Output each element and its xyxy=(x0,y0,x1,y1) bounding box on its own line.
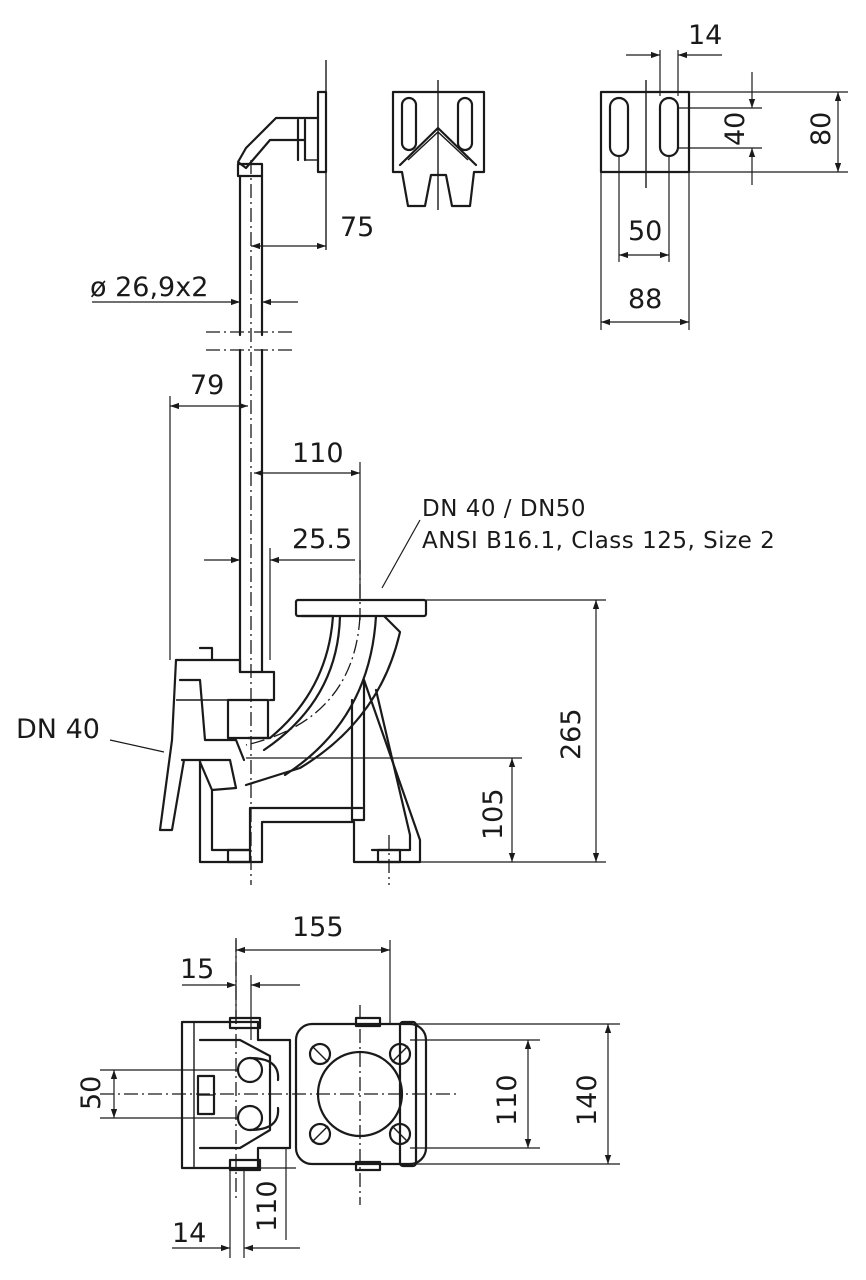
duckfoot-bend-side-view xyxy=(92,242,606,885)
mounting-plate-view xyxy=(599,50,848,330)
dim-40: 40 xyxy=(720,112,751,146)
dim-80: 80 xyxy=(806,112,837,146)
dim-88: 88 xyxy=(628,284,662,315)
dim-14-top: 14 xyxy=(688,20,722,51)
flange-label-line2: ANSI B16.1, Class 125, Size 2 xyxy=(422,528,775,554)
upper-bracket-front-view xyxy=(391,80,486,210)
dim-15: 15 xyxy=(180,954,214,985)
dim-14-bottom: 14 xyxy=(172,1218,206,1249)
dim-79: 79 xyxy=(190,370,224,401)
dim-25-5: 25.5 xyxy=(292,524,352,555)
flange-label-line1: DN 40 / DN50 xyxy=(422,496,586,522)
dim-50-left: 50 xyxy=(76,1076,107,1110)
dim-75: 75 xyxy=(340,212,374,243)
inlet-label: DN 40 xyxy=(16,714,100,745)
dim-110-horizontal: 110 xyxy=(292,438,344,469)
dim-110-vertical-right: 110 xyxy=(492,1074,523,1126)
dim-50-top: 50 xyxy=(628,216,662,247)
dim-265: 265 xyxy=(556,708,587,760)
dim-pipe-diameter: ø 26,9x2 xyxy=(90,272,208,303)
dim-110-vertical-bottom: 110 xyxy=(252,1180,283,1232)
dim-155: 155 xyxy=(292,912,344,943)
upper-bracket-side-view xyxy=(206,60,328,885)
dimension-labels: 14 40 80 50 88 75 ø 26,9x2 79 110 25.5 D… xyxy=(16,20,837,1249)
dim-140: 140 xyxy=(572,1074,603,1126)
dim-105: 105 xyxy=(478,788,509,840)
plan-view xyxy=(100,938,620,1258)
